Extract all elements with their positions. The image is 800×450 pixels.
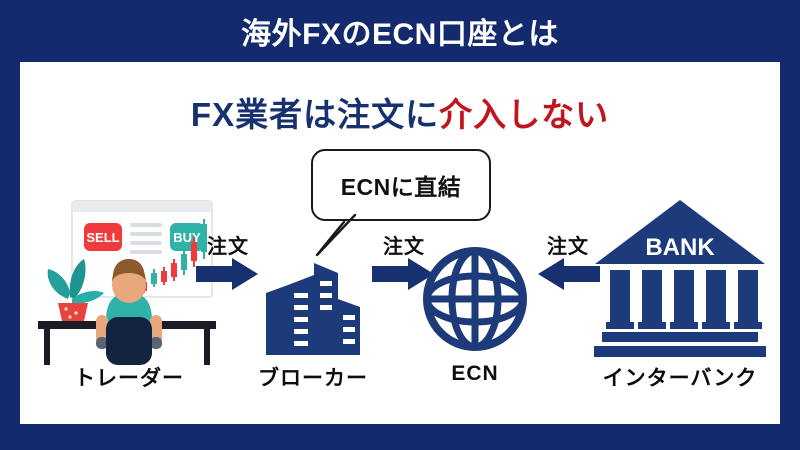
arrow-left-icon xyxy=(538,258,600,290)
bank-sign-text: BANK xyxy=(645,234,715,261)
svg-text:SELL: SELL xyxy=(86,230,119,245)
arrow-trader-to-broker: 注文 xyxy=(188,230,268,292)
bank-columns xyxy=(606,270,762,329)
bank-building-icon: BANK xyxy=(594,200,766,357)
arrow-bank-to-ecn: 注文 xyxy=(528,230,608,292)
content-panel: FX業者は注文に介入しない ECNに直結 SELL xyxy=(20,62,780,424)
arrow-right-icon xyxy=(196,258,258,290)
node-interbank-icon: BANK xyxy=(590,192,770,357)
arrow-label-2: 注文 xyxy=(383,236,425,258)
trader-person xyxy=(96,259,162,365)
chair xyxy=(106,317,152,365)
sell-button xyxy=(84,223,122,251)
office-buildings-icon xyxy=(266,263,360,355)
callout-bubble-tail xyxy=(315,213,357,257)
page-title: 海外FXのECN口座とは xyxy=(241,18,559,51)
arrow-label-1: 注文 xyxy=(207,236,249,258)
arrow-label-3: 注文 xyxy=(547,236,589,258)
headline-part-1: FX業者は注文に xyxy=(190,96,440,133)
globe-icon xyxy=(423,247,527,351)
headline: FX業者は注文に介入しない xyxy=(20,88,780,136)
arrow-broker-to-ecn: 注文 xyxy=(364,230,444,292)
node-label-broker: ブローカー xyxy=(258,367,368,390)
node-broker-icon xyxy=(258,247,368,357)
node-label-interbank: インターバンク xyxy=(602,367,758,390)
node-label-ecn: ECN xyxy=(451,362,499,385)
plant-decoration xyxy=(47,259,104,321)
headline-part-2: 介入しない xyxy=(439,96,610,133)
callout-bubble: ECNに直結 xyxy=(311,149,491,221)
node-ecn-icon xyxy=(420,244,530,354)
arrow-right-icon xyxy=(372,258,434,290)
node-trader-illustration: SELL BUY xyxy=(34,197,224,367)
node-label-trader: トレーダー xyxy=(74,367,184,390)
